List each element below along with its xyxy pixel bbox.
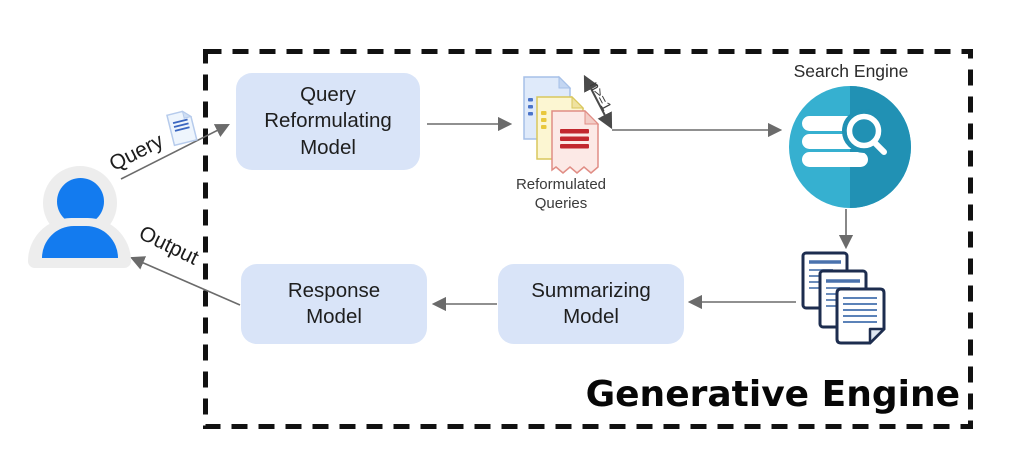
generative-engine-title: Generative Engine xyxy=(585,374,960,415)
search-engine-label: Search Engine xyxy=(793,61,909,81)
flow-arrows xyxy=(120,116,854,312)
user-head xyxy=(57,178,104,225)
query-reformulating-model-node: Query Reformulating Model xyxy=(236,73,420,170)
search-engine-icon xyxy=(789,86,911,208)
reformulated-queries-label: Reformulated Queries xyxy=(515,176,607,212)
generative-engine-boundary xyxy=(203,49,973,429)
arrow-response-to-user xyxy=(130,256,241,306)
response-model-node: Response Model xyxy=(241,264,427,344)
reformulated-queries-stack-icon xyxy=(523,75,600,174)
summarizing-model-node: Summarizing Model xyxy=(498,264,684,344)
user-icon xyxy=(28,162,131,268)
query-page-red xyxy=(551,109,600,174)
retrieved-documents-stack-icon xyxy=(801,251,886,345)
arrow-user-to-qrm xyxy=(120,124,230,180)
n-range-arrow xyxy=(583,74,613,130)
retrieved-doc-front xyxy=(835,287,886,345)
query-document-icon xyxy=(166,110,198,147)
